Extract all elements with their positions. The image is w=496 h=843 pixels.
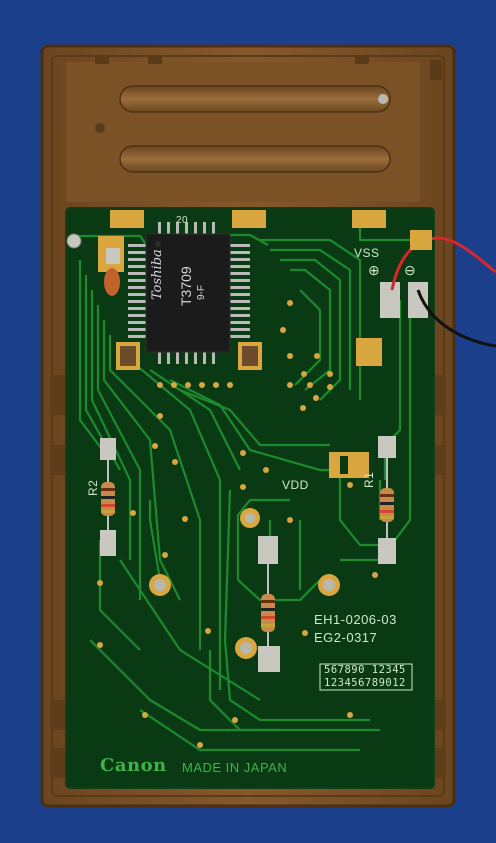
capacitor xyxy=(98,236,124,296)
r2-label: R2 xyxy=(86,479,100,496)
screw-posts xyxy=(66,233,340,659)
canon-logo: Canon xyxy=(100,755,167,776)
toshiba-chip xyxy=(128,222,250,364)
top-contacts xyxy=(110,210,386,228)
case-inner-wall xyxy=(51,55,445,797)
battery-cell-2 xyxy=(119,145,391,173)
power-wires xyxy=(380,230,496,348)
pcb-traces xyxy=(72,228,415,752)
vdd-label: VDD xyxy=(282,478,309,492)
number-box xyxy=(319,663,413,691)
chip-code: 9-F xyxy=(196,285,207,300)
resistor-r2 xyxy=(100,438,116,556)
minus-symbol: ⊖ xyxy=(404,262,417,278)
plus-symbol: ⊕ xyxy=(368,262,381,278)
chip-brand: Toshiba xyxy=(150,249,165,300)
chip-pin-marker: 20 xyxy=(176,215,189,226)
board-id-2: EG2-0317 xyxy=(314,630,378,645)
board-id-1: EH1-0206-03 xyxy=(314,612,397,627)
chip-side-pads xyxy=(116,338,382,478)
number-row-1: 567890 12345 xyxy=(324,664,406,676)
number-row-2: 123456789012 xyxy=(324,677,406,689)
resistor-r1 xyxy=(378,436,396,564)
pcb-vias xyxy=(97,300,378,748)
battery-compartment xyxy=(66,56,442,202)
made-in-label: MADE IN JAPAN xyxy=(182,760,288,775)
vss-label: VSS xyxy=(354,246,380,260)
battery-cell-1 xyxy=(119,85,391,113)
resistor-center xyxy=(258,536,280,672)
r1-label: R1 xyxy=(362,471,376,488)
chip-model: T3709 xyxy=(178,266,194,306)
